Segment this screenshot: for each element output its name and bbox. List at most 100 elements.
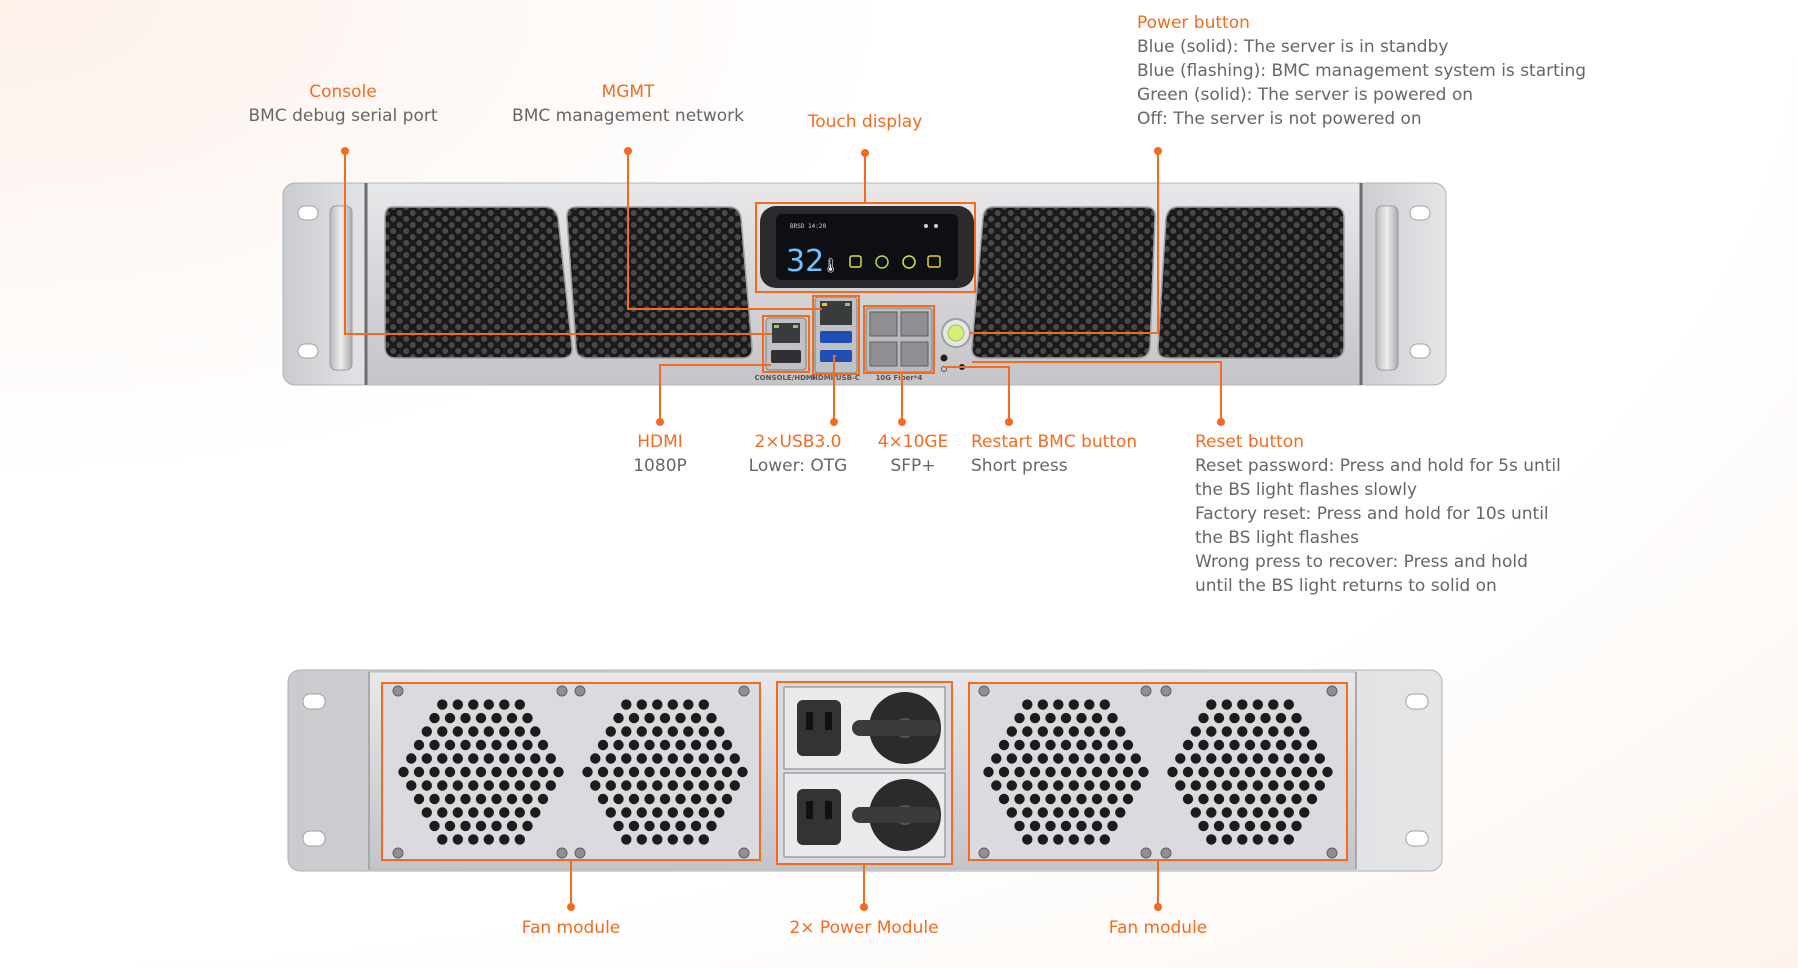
vent-hole [545, 780, 556, 791]
vent-hole [491, 793, 502, 805]
vent-hole [636, 834, 647, 845]
vent-hole [1037, 726, 1049, 737]
vent-hole [421, 753, 432, 764]
rear-panel [287, 669, 1443, 872]
vent-hole [675, 739, 686, 751]
vent-hole [1275, 739, 1287, 751]
reset-button-line: Factory reset: Press and hold for 10s un… [1195, 504, 1549, 524]
vent-hole [429, 793, 440, 805]
hdmi-port[interactable] [771, 350, 801, 363]
vent-hole [1291, 793, 1302, 805]
vent-hole [652, 699, 663, 710]
vent-hole [460, 820, 471, 832]
vent-hole [429, 820, 440, 832]
reset-button-line: Wrong press to recover: Press and hold [1195, 552, 1528, 572]
vent-hole [714, 753, 725, 764]
vent-hole [1252, 807, 1264, 818]
vent-hole [1099, 780, 1111, 791]
vent-hole [1068, 726, 1080, 737]
vent-hole [506, 820, 518, 832]
psu-handle[interactable] [852, 807, 940, 823]
reset-button-line: the BS light flashes [1195, 528, 1360, 548]
vent-hole [1198, 766, 1209, 778]
vent-hole [1014, 820, 1025, 832]
ac-inlet[interactable] [797, 789, 841, 845]
vent-hole [499, 807, 510, 818]
vent-hole [1268, 753, 1279, 764]
sfp-port[interactable] [900, 311, 929, 337]
vent-hole [491, 820, 502, 832]
vent-hole [1099, 726, 1111, 737]
vent-hole [667, 780, 678, 791]
vent-hole [1244, 793, 1256, 805]
vent-hole [514, 807, 525, 818]
usb-callout: 2×USB3.0 Lower: OTG [749, 430, 848, 478]
vent-hole [475, 712, 487, 724]
vent-hole [499, 834, 510, 845]
vent-hole [452, 780, 463, 791]
vent-hole [1045, 820, 1056, 832]
vent-hole [1084, 834, 1095, 845]
vent-hole [1268, 780, 1279, 791]
vent-hole [721, 739, 733, 751]
vent-hole [491, 766, 502, 778]
vent-hole [444, 793, 456, 805]
vent-hole [1167, 766, 1178, 778]
vent-hole [582, 766, 593, 778]
vent-hole [675, 712, 686, 724]
vent-hole [452, 726, 463, 737]
sfp-title: 4×10GE [877, 432, 949, 452]
restart-bmc-button[interactable] [940, 354, 948, 362]
vent-hole [514, 699, 525, 710]
vent-hole [1182, 739, 1194, 751]
vent-hole [530, 780, 541, 791]
power-button-line: Blue (flashing): BMC management system i… [1137, 61, 1587, 81]
console-desc: BMC debug serial port [248, 106, 438, 126]
vent-hole [613, 739, 624, 751]
vent-hole [553, 766, 564, 778]
vent-hole [1299, 807, 1310, 818]
psu-handle[interactable] [852, 720, 940, 736]
touch-display-callout: Touch display [808, 110, 923, 134]
vent-hole [1037, 780, 1049, 791]
vent-hole [644, 820, 655, 832]
psu-bottom [783, 772, 946, 858]
vent-hole [1060, 712, 1072, 724]
vent-hole [1198, 793, 1209, 805]
port-label-console-hdmi: CONSOLE/HDMI [755, 374, 816, 382]
sfp-port[interactable] [869, 341, 898, 367]
restart-bmc-title: Restart BMC button [971, 432, 1138, 452]
vent-hole [421, 807, 432, 818]
sfp-highlight [863, 305, 935, 374]
vent-hole [659, 820, 671, 832]
usb-desc: Lower: OTG [748, 456, 848, 476]
vent-hole [506, 739, 518, 751]
rear-callout-lines [570, 861, 1159, 907]
vent-hole [460, 712, 471, 724]
vent-hole [605, 726, 616, 737]
screw [1140, 685, 1152, 697]
vent-hole [690, 712, 702, 724]
vent-hole [522, 766, 533, 778]
vent-hole [1260, 793, 1271, 805]
vent-hole [1084, 807, 1095, 818]
usb-port[interactable] [820, 331, 852, 343]
sfp-port[interactable] [869, 311, 898, 337]
vent-hole [706, 712, 717, 724]
vent-hole [1122, 766, 1134, 778]
ac-inlet[interactable] [797, 700, 841, 756]
vent-hole [628, 793, 640, 805]
vent-hole [1182, 766, 1194, 778]
vent-hole [530, 726, 541, 737]
vent-hole [621, 726, 632, 737]
sfp-port[interactable] [900, 341, 929, 367]
vent-hole [1275, 793, 1287, 805]
vent-hole [683, 807, 694, 818]
vent-hole [1115, 753, 1126, 764]
vent-hole [597, 766, 609, 778]
vent-hole [413, 793, 425, 805]
vent-hole [1221, 699, 1233, 710]
vent-hole [1314, 780, 1326, 791]
reset-button-line: the BS light flashes slowly [1195, 480, 1418, 500]
vent-hole [1060, 739, 1072, 751]
